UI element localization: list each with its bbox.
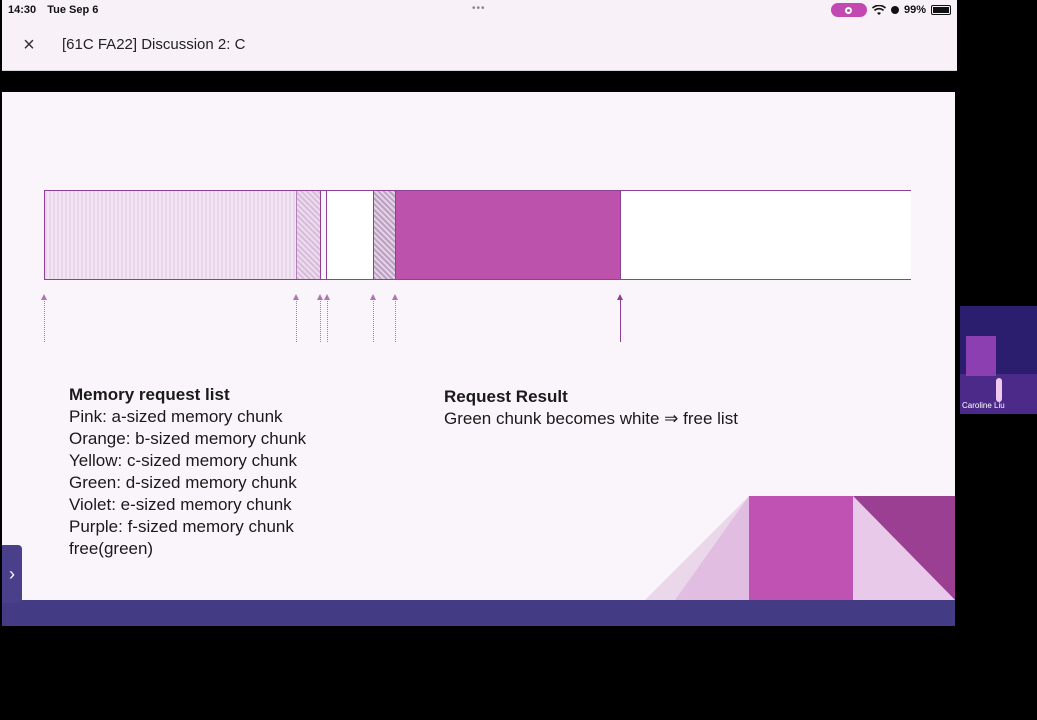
pointer-arrow-violet bbox=[370, 294, 376, 342]
request-item: Pink: a-sized memory chunk bbox=[69, 407, 283, 426]
request-item: Purple: f-sized memory chunk bbox=[69, 517, 294, 536]
document-title: [61C FA22] Discussion 2: C bbox=[62, 36, 246, 53]
request-result: Request Result Green chunk becomes white… bbox=[444, 386, 738, 430]
participant-video[interactable]: Caroline Liu bbox=[960, 306, 1037, 414]
battery-icon bbox=[931, 5, 951, 15]
status-time: 14:30 bbox=[8, 4, 37, 16]
request-item: Violet: e-sized memory chunk bbox=[69, 495, 292, 514]
slide: Memory request list Pink: a-sized memory… bbox=[2, 92, 955, 600]
pointer-arrow-free bbox=[617, 294, 623, 342]
request-item: free(green) bbox=[69, 539, 154, 558]
status-date: Tue Sep 6 bbox=[47, 4, 99, 16]
participant-name: Caroline Liu bbox=[962, 401, 1005, 410]
pointer-arrow-green bbox=[324, 294, 330, 342]
slide-footer-band bbox=[2, 600, 955, 626]
memory-request-list: Memory request list Pink: a-sized memory… bbox=[69, 384, 306, 560]
status-right: 99% bbox=[830, 3, 951, 17]
pointer-arrow-purple bbox=[392, 294, 398, 342]
orange-chunk bbox=[297, 191, 321, 279]
pointer-arrow-yellow bbox=[317, 294, 323, 342]
close-icon[interactable]: × bbox=[23, 34, 35, 56]
battery-percent: 99% bbox=[903, 4, 926, 16]
purple-chunk bbox=[396, 191, 621, 279]
violet-chunk bbox=[374, 191, 396, 279]
free-space bbox=[621, 191, 911, 279]
wifi-icon bbox=[871, 4, 886, 15]
location-dot-icon bbox=[890, 6, 899, 14]
request-list-heading: Memory request list bbox=[69, 385, 230, 404]
request-item: Yellow: c-sized memory chunk bbox=[69, 451, 298, 470]
request-item: Orange: b-sized memory chunk bbox=[69, 429, 307, 448]
decorative-triangles bbox=[645, 496, 955, 600]
memory-bar bbox=[44, 190, 911, 280]
pointer-arrow-pink bbox=[41, 294, 47, 342]
yellow-chunk bbox=[321, 191, 327, 279]
green-chunk bbox=[327, 191, 374, 279]
pink-chunk bbox=[45, 191, 297, 279]
multitask-dots-icon[interactable]: ••• bbox=[472, 3, 486, 14]
video-panel bbox=[966, 336, 996, 376]
title-bar: × [61C FA22] Discussion 2: C bbox=[2, 22, 957, 71]
chevron-right-icon[interactable]: › bbox=[2, 545, 22, 603]
request-item: Green: d-sized memory chunk bbox=[69, 473, 297, 492]
status-left: 14:30 Tue Sep 6 bbox=[8, 4, 106, 16]
screen-recording-icon[interactable] bbox=[830, 3, 867, 17]
result-heading: Request Result bbox=[444, 387, 568, 406]
status-bar: 14:30 Tue Sep 6 ••• 99% bbox=[2, 0, 957, 22]
result-text: Green chunk becomes white ⇒ free list bbox=[444, 409, 738, 428]
video-person bbox=[996, 378, 1002, 402]
pointer-arrow-orange bbox=[293, 294, 299, 342]
